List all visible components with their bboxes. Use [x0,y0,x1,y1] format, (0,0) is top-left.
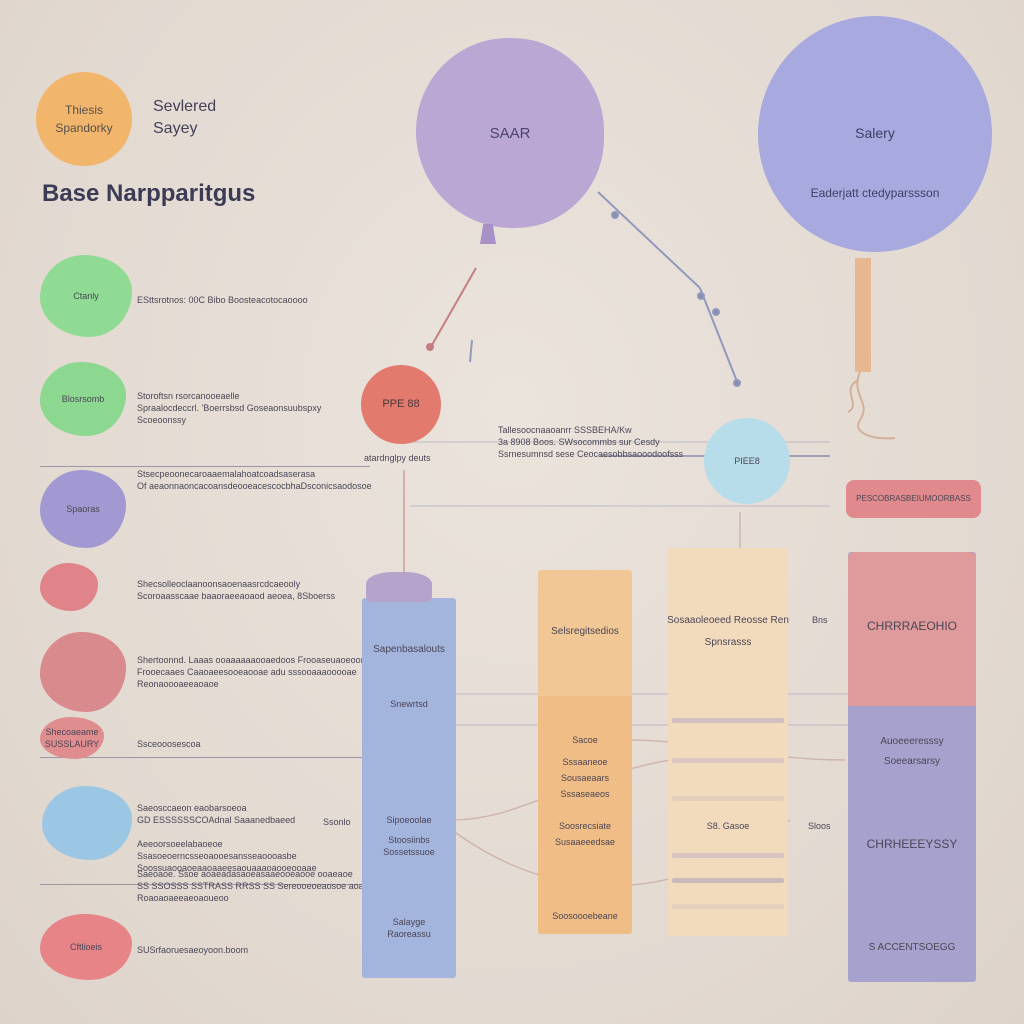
left-item-line: Ssceooosescoa [137,739,201,749]
left-item-text: Saeosccaeon eaobarsoeoa GD ESSSSSSCOAdnal… [137,802,295,826]
center-text-line: 3a 8908 Boos. SWsocommbs sur Cesdy [498,437,660,447]
balloon-string-blue-lower [699,287,739,385]
left-item-shape-label: Spaoras [66,504,100,514]
left-item-line: Storoftsn rsorcanooeaelle [137,391,240,401]
orange-column: Selsregitsedios Sacoe Sssaaneoe Sousaeaa… [538,570,632,934]
divider-rule [40,884,360,885]
orange-col-bottom: Soosoooebeane [552,911,618,921]
header-subtitle: Sevlered Sayey [153,98,217,137]
left-item-line: Roaoaoaeeaeoaoueoo [137,893,229,903]
balloon-right-label: Salery [855,125,895,141]
left-item-text: Shertoonnd. Laaas ooaaaaaaooaedoos Frooa… [137,654,369,690]
left-item-line: Aeeoorsoeelabaoeoe [137,839,223,849]
blue-node-label: PIEE8 [734,456,760,466]
balloon-left: SAAR [416,38,604,228]
blue-column-cap [366,572,432,602]
right-tag-label: PESCOBRASBEIUMOORBASS [856,494,971,503]
left-item-shape: Shecoaeame SUSSLAURY [40,717,104,759]
balloon-right [758,16,992,252]
left-item-text: SUSrfaoruesaeoyoon.boom [137,944,248,956]
cream-col-side1: Bns [812,615,828,625]
orange-col-top: Selsregitsedios [551,626,619,637]
left-item-line: Ssasoeoerncsseoaooesansseaoooasbe [137,851,297,861]
left-item-line: Stsecpeoonecaroaaemalahoatcoadsaserasa [137,469,316,479]
left-item-shape: Cftlioeis [40,914,132,980]
left-item-line: Frooecaaes Caaoaeesooeaooae adu sssooaaa… [137,667,357,677]
center-text-block: Tallesoocnaaoanrr SSSBEHA/Kw 3a 8908 Boo… [498,424,683,460]
left-item-line: Of aeaonnaoncacoansdeooeacescocbhaDsconi… [137,481,372,491]
balloon-right-caption: Eaderjatt ctedyparssson [810,186,940,200]
balloon-left-label: SAAR [489,124,531,142]
center-text-line: Ssrnesumnsd sese Ceocaesobbsaooodoofsss [498,449,684,459]
left-item-shape-label: Cftlioeis [69,942,102,952]
left-item-line: Saeosccaeon eaobarsoeoa [137,803,247,813]
red-column: CHRRRAEOHIO Auoeeeresssy Soeearsarsy CHR… [848,552,976,982]
orange-col-mid3: Soosrecsiate Susaaeeedsae [554,821,616,847]
left-item-text: ESttsrotnos: 00C Bibo Boosteacotocaoooo [137,294,308,306]
left-item-line: Reonaoooaeeaoaoe [137,679,219,689]
cream-column: Sosaaoleoeed Reosse Ren Spnsrasss S8. Ga… [667,548,789,936]
blue-col-bottom: Salayge Raoreassu [387,917,431,939]
left-item-shape-label: Blosrsomb [61,394,105,404]
blue-col-mid3: Stoosiinbs Sossetssuoe [383,835,435,857]
center-text-line: Tallesoocnaaoanrr SSSBEHA/Kw [498,425,632,435]
left-item-line: ESttsrotnos: 00C Bibo Boosteacotocaoooo [137,295,308,305]
left-item-shape [40,632,126,712]
left-item-line: Shecsolleoclaanoonsaoenaasrcdcaeooly [137,579,301,589]
red-node-label: PPE 88 [382,398,420,410]
orange-col-mid2: Sssaaneoe Sousaeaars Sssaseaeos [560,757,610,799]
blue-col-mid2: Sipoeoolae [386,815,432,825]
left-item-line: Shertoonnd. Laaas ooaaaaaaooaedoos Frooa… [137,655,369,665]
blue-col-mid1: Snewrtsd [390,699,428,709]
left-item-line: GD ESSSSSSCOAdnal Saaanedbaeed [137,815,296,825]
ribbon-tail [855,258,871,372]
blue-col-side: Ssonlo [323,817,351,827]
blue-col-top: Sapenbasalouts [373,644,445,655]
page-title: Base Narpparitgus [42,180,256,207]
red-col-mid2: CHRHEEEYSSY [866,837,958,851]
divider-rule [40,757,425,758]
left-item-shape: Blosrsomb [40,362,126,436]
left-item-line: Scoroaasscaae baaoraeeaoaod aeoea, 8Sboe… [137,591,336,601]
cream-col-top: Sosaaoleoeed Reosse Ren Spnsrasss [667,615,789,648]
left-item-line: SS SSOSSS SSTRASS RRSS SS Sereooeoeaosoe… [137,881,399,891]
left-item-line: Saeoaoe. Ssoe aoaeadasaoeasaaeooeaooe oo… [137,869,353,879]
red-col-bottom: S ACCENTSOEGG [868,942,956,953]
red-node: PPE 88 [361,365,441,444]
left-item-shape-label: Shecoaeame SUSSLAURY [44,727,100,749]
red-col-mid: Auoeeeresssy Soeearsarsy [880,736,944,767]
string-knot [426,343,434,351]
left-item-text: Saeoaoe. Ssoe aoaeadasaoeasaaeooeaooe oo… [137,868,398,904]
right-tag: PESCOBRASBEIUMOORBASS [846,480,981,518]
header-badge-text: Thiesis Spandorky [55,103,113,135]
left-item-shape [42,786,132,860]
cream-col-mid1: S8. Gasoe [706,821,750,831]
balloon-string-red [431,267,477,346]
left-item-line: SUSrfaoruesaeoyoon.boom [137,945,249,955]
left-item-text: Ssceooosescoa [137,738,201,750]
header-badge: Thiesis Spandorky [36,72,132,166]
left-item-line: Soossuaooaoeaaoaaeesaouaaaoaooeooaae [137,863,317,873]
divider-rule [40,466,370,467]
orange-col-mid1: Sacoe [572,735,598,745]
left-item-shape [40,563,98,611]
cream-col-side2: Sloos [808,821,831,831]
balloon-knot [480,224,496,244]
left-item-line: Spraalocdeccrl. 'Boerrsbsd Goseaonsuubsp… [137,403,322,413]
red-col-top: CHRRRAEOHIO [866,619,957,633]
blue-column: Sapenbasalouts Snewrtsd Sipoeoolae Stoos… [362,598,456,978]
left-item-shape-label: Ctanly [73,291,99,301]
left-item-shape: Spaoras [40,470,126,548]
blue-node: PIEE8 [704,418,790,504]
left-item-shape: Ctanly [40,255,132,337]
left-item-line: Scoeoonssy [137,415,187,425]
balloon-string-blue [597,191,701,289]
red-node-caption: atardnglpy deuts [364,453,431,463]
